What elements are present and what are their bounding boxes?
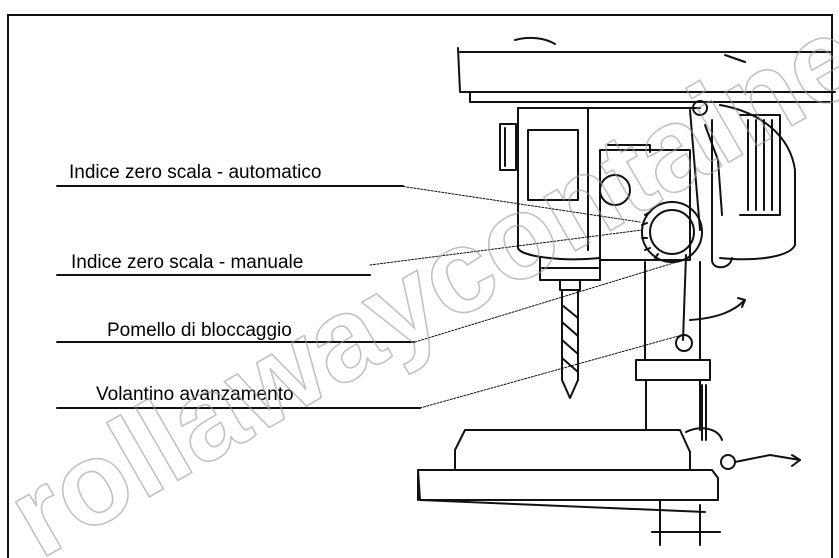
leader-lines xyxy=(369,185,691,409)
label-locking-knob: Pomello di bloccaggio xyxy=(107,320,292,341)
spindle-and-drill-bit xyxy=(539,257,601,399)
label-feed-handwheel: Volantino avanzamento xyxy=(96,384,294,405)
diagram-frame xyxy=(7,14,833,558)
drill-column xyxy=(635,261,711,441)
label-zero-index-automatic: Indice zero scala - automatico xyxy=(69,162,322,183)
label-zero-index-manual: Indice zero scala - manuale xyxy=(71,252,304,273)
work-table xyxy=(417,427,801,546)
feed-dial-assembly xyxy=(599,100,746,352)
label-underlines xyxy=(56,185,421,409)
drill-head-top xyxy=(457,36,836,103)
drill-head-body xyxy=(499,104,796,261)
